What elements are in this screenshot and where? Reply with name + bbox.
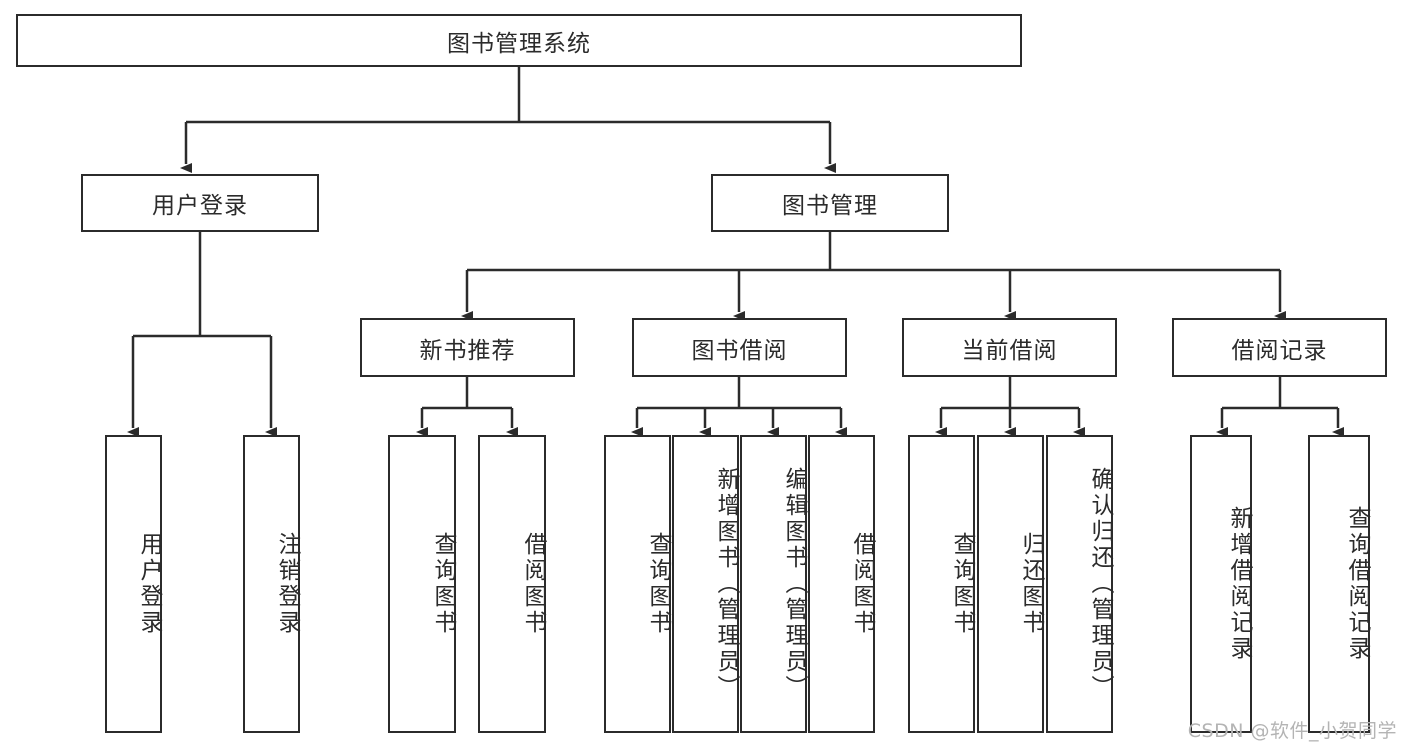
node-leaf-query-book-current[interactable]: 查询图书 xyxy=(908,435,975,733)
node-leaf-add-borrow-record[interactable]: 新增借阅记录 xyxy=(1190,435,1252,733)
node-label: 图书借阅 xyxy=(691,337,788,364)
node-leaf-return-book[interactable]: 归还图书 xyxy=(977,435,1044,733)
node-leaf-query-borrow-record[interactable]: 查询借阅记录 xyxy=(1308,435,1370,733)
node-label: 查询图书 xyxy=(949,532,975,636)
node-label: 注销登录 xyxy=(274,532,300,636)
node-new-book-recommend[interactable]: 新书推荐 xyxy=(360,318,575,377)
node-label: 新书推荐 xyxy=(419,337,516,364)
node-label: 新增图书（管理员） xyxy=(713,467,739,701)
node-label: 查询图书 xyxy=(430,532,456,636)
node-label: 借阅记录 xyxy=(1231,337,1328,364)
node-leaf-logout[interactable]: 注销登录 xyxy=(243,435,300,733)
node-label: 新增借阅记录 xyxy=(1226,506,1252,662)
node-leaf-borrow-book[interactable]: 借阅图书 xyxy=(808,435,875,733)
node-book-borrow[interactable]: 图书借阅 xyxy=(632,318,847,377)
node-leaf-query-book-recommend[interactable]: 查询图书 xyxy=(388,435,456,733)
node-leaf-borrow-book-recommend[interactable]: 借阅图书 xyxy=(478,435,546,733)
node-label: 用户登录 xyxy=(152,193,248,219)
node-current-borrow[interactable]: 当前借阅 xyxy=(902,318,1117,377)
node-leaf-edit-book-admin[interactable]: 编辑图书（管理员） xyxy=(740,435,807,733)
node-label: 当前借阅 xyxy=(961,337,1058,364)
node-book-management[interactable]: 图书管理 xyxy=(711,174,949,232)
csdn-watermark: CSDN @软件_小贺同学 xyxy=(1187,720,1397,742)
node-label: 图书管理系统 xyxy=(447,30,591,57)
node-root-book-management-system[interactable]: 图书管理系统 xyxy=(16,14,1022,67)
node-label: 查询图书 xyxy=(645,532,671,636)
node-label: 借阅图书 xyxy=(520,532,546,636)
node-user-login[interactable]: 用户登录 xyxy=(81,174,319,232)
node-label: 用户登录 xyxy=(136,532,162,636)
node-borrow-record[interactable]: 借阅记录 xyxy=(1172,318,1387,377)
node-leaf-query-book[interactable]: 查询图书 xyxy=(604,435,671,733)
node-label: 借阅图书 xyxy=(849,532,875,636)
node-label: 编辑图书（管理员） xyxy=(781,467,807,701)
node-leaf-confirm-return-admin[interactable]: 确认归还（管理员） xyxy=(1046,435,1113,733)
node-label: 图书管理 xyxy=(782,193,878,219)
node-label: 归还图书 xyxy=(1018,532,1044,636)
node-label: 查询借阅记录 xyxy=(1344,506,1370,662)
node-leaf-add-book-admin[interactable]: 新增图书（管理员） xyxy=(672,435,739,733)
node-label: 确认归还（管理员） xyxy=(1087,467,1113,701)
node-leaf-user-login[interactable]: 用户登录 xyxy=(105,435,162,733)
